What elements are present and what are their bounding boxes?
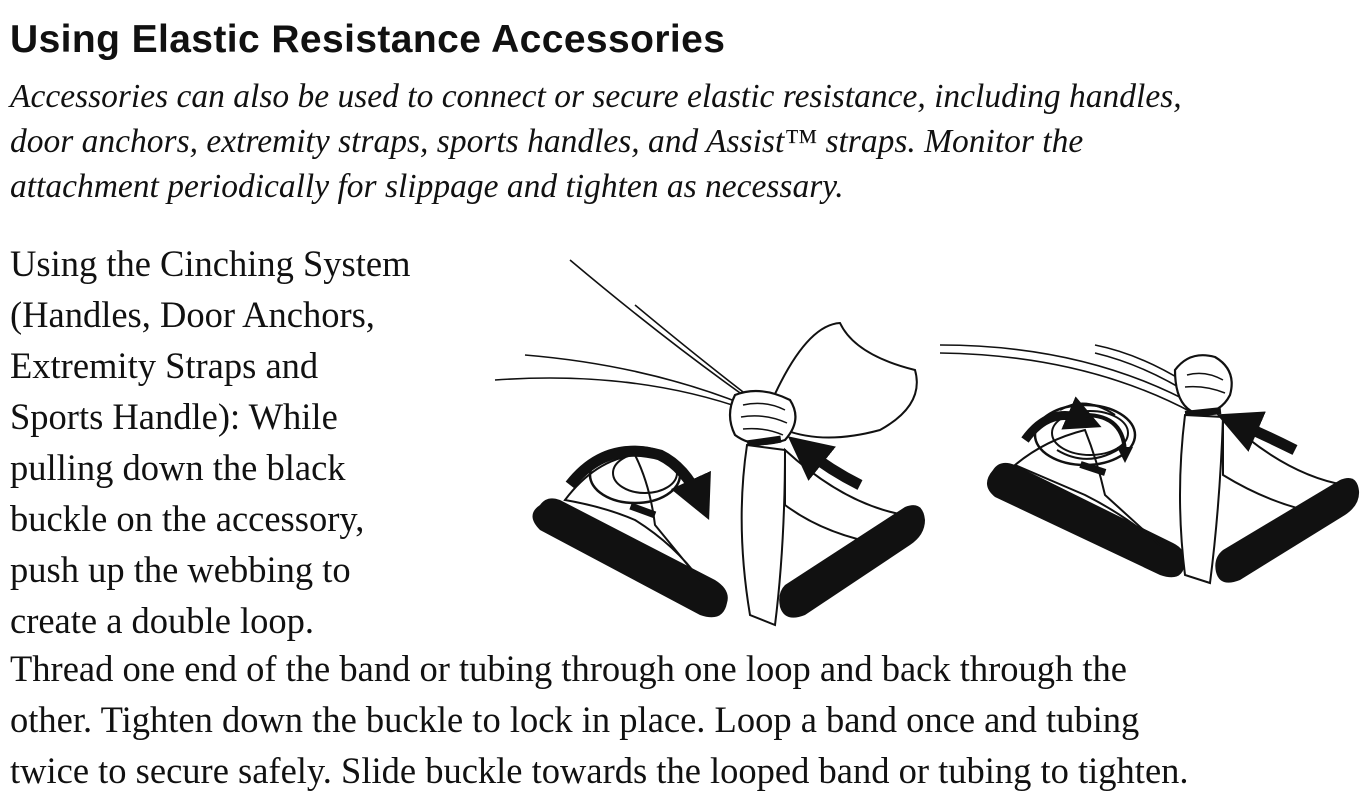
- band-strand: [494, 377, 748, 411]
- curved-arrow: [565, 445, 711, 521]
- cinch-wrap: [1173, 354, 1233, 415]
- instruction-line: Using the Cinching System: [10, 243, 411, 284]
- instruction-paragraph-column: Using the Cinching System (Handles, Door…: [10, 238, 480, 646]
- band-strand: [634, 304, 748, 396]
- intro-line: attachment periodically for slippage and…: [10, 168, 844, 205]
- handle-webbing: [1013, 428, 1161, 546]
- instruction-line: buckle on the accessory,: [10, 498, 365, 539]
- instruction-line: pulling down the black: [10, 447, 346, 488]
- intro-line: door anchors, extremity straps, sports h…: [10, 123, 1084, 160]
- handle-webbing: [1179, 413, 1225, 585]
- handle-grip: [779, 505, 925, 618]
- step-1-illustration: [494, 259, 925, 627]
- instruction-line: create a double loop.: [10, 600, 315, 641]
- cinching-illustration: [485, 245, 1365, 640]
- handle-webbing: [563, 453, 701, 581]
- band-bow: [768, 321, 918, 439]
- instruction-line: twice to secure safely. Slide buckle tow…: [10, 750, 1189, 791]
- pull-arrow: [1216, 411, 1298, 455]
- buckle: [1079, 461, 1107, 476]
- instruction-paragraph-full: Thread one end of the band or tubing thr…: [10, 643, 1365, 796]
- buckle: [746, 435, 782, 448]
- handle-grip: [1215, 478, 1360, 583]
- pull-arrow: [787, 436, 863, 490]
- page-title: Using Elastic Resistance Accessories: [10, 18, 726, 61]
- intro-paragraph: Accessories can also be used to connect …: [10, 74, 1360, 209]
- step-2-illustration: [939, 344, 1360, 585]
- cinch-wrap: [728, 389, 797, 446]
- handle-webbing: [740, 443, 787, 627]
- band-strand: [569, 259, 751, 401]
- band-strand: [524, 354, 746, 406]
- cinching-illustration-svg: [494, 259, 1360, 627]
- curved-arrow: [1021, 396, 1102, 443]
- curved-arrow: [1084, 413, 1133, 463]
- instruction-line: other. Tighten down the buckle to lock i…: [10, 699, 1140, 740]
- instruction-line: (Handles, Door Anchors,: [10, 294, 375, 335]
- instruction-line: push up the webbing to: [10, 549, 351, 590]
- handle-grip: [986, 462, 1186, 578]
- buckle: [629, 502, 657, 519]
- instruction-line: Extremity Straps and: [10, 345, 319, 386]
- handle-grip: [532, 498, 728, 618]
- intro-line: Accessories can also be used to connect …: [10, 78, 1182, 115]
- tubing-strand: [939, 352, 1194, 414]
- instruction-line: Sports Handle): While: [10, 396, 338, 437]
- instruction-line: Thread one end of the band or tubing thr…: [10, 648, 1128, 689]
- tubing-strand: [939, 344, 1196, 406]
